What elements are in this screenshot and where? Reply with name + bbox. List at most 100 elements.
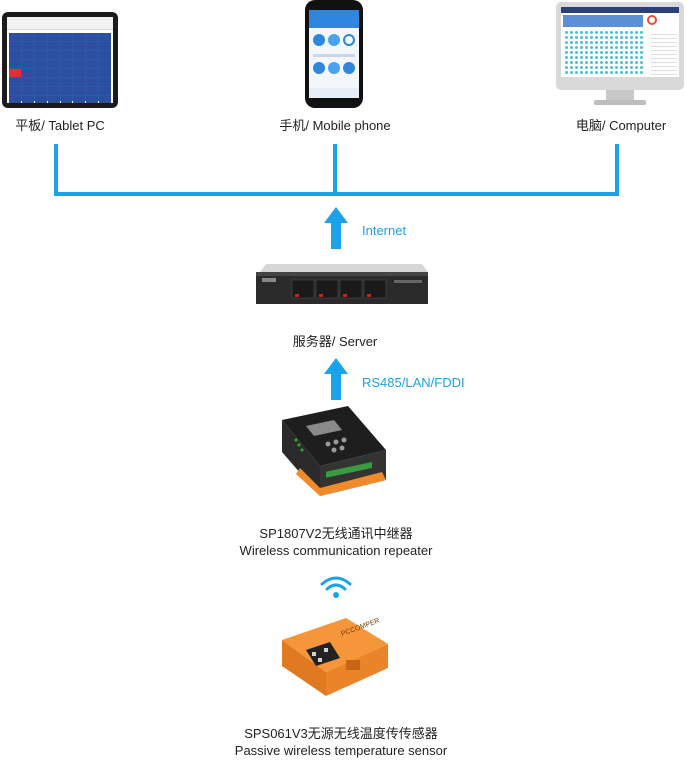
up-arrow-icon: [324, 358, 348, 400]
monitor-dot: [565, 61, 568, 64]
tablet-grid-cell: [47, 60, 60, 68]
monitor-dot: [580, 36, 583, 39]
monitor-dot: [580, 66, 583, 69]
monitor-dot: [605, 66, 608, 69]
monitor-dot: [585, 41, 588, 44]
tablet-grid-cell: [60, 69, 73, 77]
monitor-dot: [630, 41, 633, 44]
monitor-dot: [610, 41, 613, 44]
monitor-dot: [590, 46, 593, 49]
tablet-grid-cell: [60, 51, 73, 59]
monitor-dot: [595, 61, 598, 64]
monitor-dot: [640, 31, 643, 34]
monitor-dot: [565, 51, 568, 54]
monitor-dot: [615, 51, 618, 54]
monitor-dot: [640, 41, 643, 44]
monitor-dot: [630, 61, 633, 64]
monitor-dot: [565, 66, 568, 69]
monitor-dot: [630, 51, 633, 54]
monitor-dot: [575, 31, 578, 34]
monitor-dot: [580, 31, 583, 34]
monitor-dot: [600, 36, 603, 39]
tablet-grid-cell: [47, 96, 60, 103]
monitor-dot: [630, 66, 633, 69]
monitor-dot: [630, 36, 633, 39]
tablet-grid-cell: [86, 33, 99, 41]
monitor-dot: [605, 36, 608, 39]
monitor-dot: [620, 31, 623, 34]
tablet-grid-cell: [34, 69, 47, 77]
tablet-grid-cell: [60, 87, 73, 95]
monitor-dot: [610, 31, 613, 34]
monitor-dot: [615, 36, 618, 39]
monitor-dot: [575, 36, 578, 39]
monitor-dot: [630, 31, 633, 34]
connector-bus-line: [54, 192, 619, 196]
monitor-tiles: [563, 15, 643, 27]
server-device: [256, 264, 428, 304]
monitor-dot: [590, 71, 593, 74]
monitor-dot: [630, 56, 633, 59]
monitor-dot: [625, 36, 628, 39]
monitor-dot: [570, 41, 573, 44]
monitor-dot: [575, 41, 578, 44]
monitor-dot: [635, 71, 638, 74]
monitor-dot: [605, 46, 608, 49]
monitor-dot: [640, 46, 643, 49]
monitor-dot: [625, 46, 628, 49]
monitor-dot: [635, 51, 638, 54]
tablet-grid-cell: [47, 69, 60, 77]
monitor-dot: [615, 66, 618, 69]
monitor-dot: [615, 41, 618, 44]
monitor-dot: [585, 71, 588, 74]
monitor-dot: [590, 66, 593, 69]
phone-app-icon: [313, 34, 325, 46]
monitor-dot: [625, 31, 628, 34]
tablet-grid-cell: [73, 42, 86, 50]
monitor-dot: [620, 36, 623, 39]
tablet-grid-cell: [99, 42, 111, 50]
tablet-grid-cell: [73, 69, 86, 77]
tablet-grid-cell: [47, 51, 60, 59]
monitor-topbar: [561, 7, 679, 13]
monitor-dot: [600, 46, 603, 49]
tablet-grid-cell: [34, 96, 47, 103]
monitor-dot: [575, 56, 578, 59]
monitor-stand: [606, 90, 634, 100]
tablet-grid-cell: [99, 87, 111, 95]
monitor-dot: [620, 61, 623, 64]
monitor-dot: [570, 66, 573, 69]
monitor-dot: [590, 36, 593, 39]
tablet-grid-cell: [60, 60, 73, 68]
tablet-toolbar: [7, 17, 113, 30]
tablet-grid-cell: [21, 96, 34, 103]
monitor-dot: [635, 46, 638, 49]
monitor-dot: [600, 71, 603, 74]
monitor-dot: [610, 66, 613, 69]
monitor-dot: [595, 46, 598, 49]
monitor-dot: [600, 66, 603, 69]
monitor-dot: [595, 41, 598, 44]
monitor-dot: [565, 71, 568, 74]
monitor-dot: [605, 56, 608, 59]
tablet-grid-cell: [21, 87, 34, 95]
tablet-label: 平板/ Tablet PC: [15, 118, 105, 133]
monitor-dot: [585, 36, 588, 39]
computer-label: 电脑/ Computer: [575, 118, 667, 133]
tablet-grid-cell: [9, 96, 21, 103]
monitor-dot: [565, 31, 568, 34]
monitor-dot: [625, 66, 628, 69]
phone-app-icon: [343, 62, 355, 74]
repeater-device: [282, 406, 386, 496]
monitor-dot: [625, 71, 628, 74]
tablet-grid-cell: [34, 78, 47, 86]
tablet-grid-cell: [99, 78, 111, 86]
tablet-grid-cell: [21, 69, 34, 77]
repeater-label-cn: SP1807V2无线通讯中继器: [259, 526, 413, 541]
tablet-grid-cell: [47, 87, 60, 95]
tablet-grid-cell: [34, 60, 47, 68]
tablet-grid-cell: [9, 51, 21, 59]
monitor-dot: [620, 46, 623, 49]
monitor-dot: [585, 66, 588, 69]
monitor-dot: [610, 71, 613, 74]
